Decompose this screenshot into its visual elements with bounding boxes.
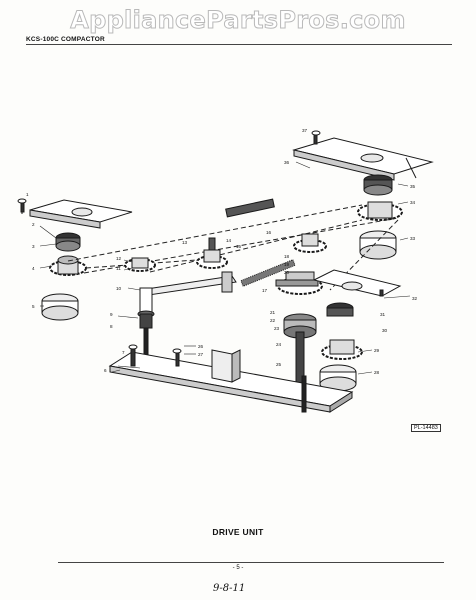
callout-14: 14 [226, 238, 232, 243]
leader-lines [40, 162, 410, 374]
right-lower-collar [320, 365, 356, 391]
callout-29: 29 [374, 348, 380, 353]
callout-34: 34 [410, 200, 416, 205]
left-bearing [56, 233, 80, 251]
tension-spring [241, 260, 295, 287]
callout-7: 7 [122, 350, 125, 355]
callout-8: 8 [110, 324, 113, 329]
right-lower-bracket [314, 270, 400, 296]
page-number: - 5 - [232, 565, 244, 571]
callout-31: 31 [380, 312, 386, 317]
callout-26: 26 [198, 344, 204, 349]
right-lower-bearing [327, 303, 353, 316]
header-rule [26, 44, 452, 45]
callout-22: 22 [270, 318, 276, 323]
callout-2: 2 [32, 222, 35, 227]
chain-link-segment [226, 199, 275, 217]
center-sprocket-upper [294, 234, 326, 252]
callout-36: 36 [284, 160, 290, 165]
callout-17: 17 [262, 288, 268, 293]
callout-4: 4 [32, 266, 35, 271]
handwritten-note: 9-8-11 [213, 583, 246, 594]
mounting-block [212, 350, 240, 382]
diagram-caption: DRIVE UNIT [212, 527, 264, 537]
callout-9: 9 [110, 312, 113, 317]
callout-3: 3 [32, 244, 35, 249]
idler-sprocket-center [197, 238, 227, 268]
left-bracket-plate [22, 200, 132, 228]
plate-number: PL-14483 [411, 424, 441, 432]
callout-27: 27 [198, 352, 204, 357]
tensioner-arm [140, 272, 236, 312]
right-sprocket-lower [322, 340, 362, 359]
callout-33: 33 [410, 236, 416, 241]
callout-6: 6 [104, 368, 107, 373]
callout-37: 37 [302, 128, 308, 133]
center-gear-assembly [276, 272, 322, 294]
page-header: KCS-100C COMPACTOR [26, 36, 105, 43]
top-screws [18, 131, 383, 296]
callout-16: 16 [266, 230, 272, 235]
callout-35: 35 [410, 184, 416, 189]
callout-13: 13 [182, 240, 188, 245]
left-clamp-collar [42, 294, 78, 320]
callout-18: 18 [284, 254, 290, 259]
drive-unit-exploded-view: 1 2 3 4 5 6 7 8 9 10 11 12 13 14 15 16 1… [0, 128, 476, 440]
callout-23: 23 [274, 326, 280, 331]
callout-21: 21 [270, 310, 276, 315]
callout-12: 12 [116, 256, 122, 261]
callout-10: 10 [116, 286, 122, 291]
callout-5: 5 [32, 304, 35, 309]
site-watermark: AppliancePartsPros.com [70, 6, 406, 35]
callout-20: 20 [284, 270, 290, 275]
footer-rule [58, 562, 444, 563]
callout-28: 28 [374, 370, 380, 375]
callout-numbers: 1 2 3 4 5 6 7 8 9 10 11 12 13 14 15 16 1… [26, 128, 418, 375]
callout-15: 15 [236, 244, 242, 249]
callout-24: 24 [276, 342, 282, 347]
idler-sprocket-left [125, 258, 155, 271]
callout-1: 1 [26, 192, 29, 197]
callout-25: 25 [276, 362, 282, 367]
callout-30: 30 [382, 328, 388, 333]
callout-11: 11 [116, 266, 121, 271]
right-bearing [364, 175, 392, 195]
base-bolts [129, 345, 306, 412]
right-clamp-collar [360, 231, 396, 259]
callout-19: 19 [284, 262, 290, 267]
right-sprocket-upper [358, 202, 402, 220]
callout-32: 32 [412, 296, 418, 301]
right-bracket-plate [294, 138, 432, 180]
